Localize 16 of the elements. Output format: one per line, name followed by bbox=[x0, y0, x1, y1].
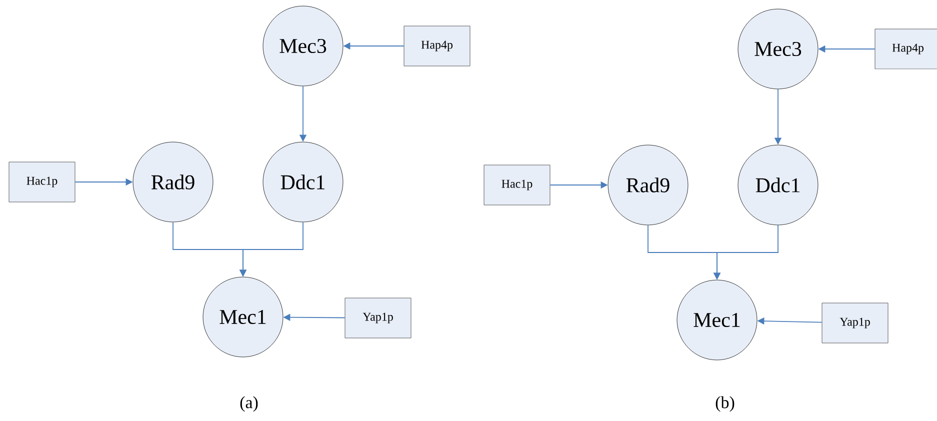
protein-box: Hap4p bbox=[874, 28, 937, 70]
panel-label: (b) bbox=[716, 396, 734, 412]
circle-node: Ddc1 bbox=[262, 142, 344, 222]
protein-box: Hap4p bbox=[404, 26, 470, 66]
circle-node: Rad9 bbox=[132, 142, 214, 222]
protein-box: Hac1p bbox=[484, 164, 550, 206]
circle-node: Ddc1 bbox=[738, 144, 818, 226]
circle-node: Mec3 bbox=[262, 6, 344, 86]
circle-node: Mec1 bbox=[202, 276, 284, 358]
panel-label: (a) bbox=[240, 396, 258, 412]
circle-node: Rad9 bbox=[608, 144, 688, 226]
circle-node: Mec1 bbox=[676, 280, 758, 360]
protein-box: Yap1p bbox=[822, 302, 888, 344]
protein-box: Hac1p bbox=[8, 162, 76, 202]
protein-box: Yap1p bbox=[344, 298, 412, 338]
circle-node: Mec3 bbox=[738, 8, 818, 90]
